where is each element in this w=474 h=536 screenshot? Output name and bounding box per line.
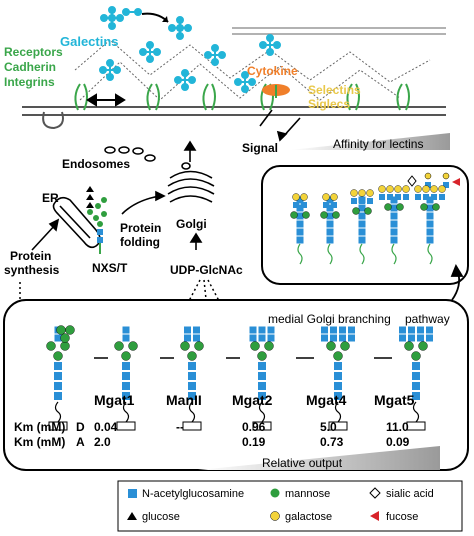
siglecs-label: Siglecs xyxy=(308,97,350,111)
signal-label: Signal xyxy=(242,141,278,155)
enzyme-mgat1: Mgat1 xyxy=(94,392,135,408)
legend-box xyxy=(117,480,463,532)
km-row-d-label: Km (mM) xyxy=(14,420,65,434)
selectins-label: Selectins xyxy=(308,83,361,97)
receptors-label: Receptors xyxy=(4,45,63,59)
signal-arrows xyxy=(259,109,301,142)
mannose-legend-icon xyxy=(270,488,280,498)
legend-glcnac: N-acetylglucosamine xyxy=(142,488,244,500)
cytokine-label: Cytokine xyxy=(247,64,298,78)
golgi-arrow xyxy=(183,140,197,162)
fucose-legend-icon xyxy=(370,511,379,521)
galectins-icons xyxy=(99,6,281,93)
galectin-lattice xyxy=(74,39,431,101)
km-d-mgat2: 0.96 xyxy=(242,420,266,434)
synthesis-arrow xyxy=(31,218,60,251)
affinity-wedge xyxy=(290,133,450,150)
receptors xyxy=(74,83,410,111)
enzyme-mgat2: Mgat2 xyxy=(232,392,273,408)
double-arrow xyxy=(86,93,126,107)
legend-fucose: fucose xyxy=(386,511,418,523)
golgi-label: Golgi xyxy=(176,217,207,231)
folding-arrow xyxy=(121,190,166,215)
enzyme-mgat4: Mgat4 xyxy=(306,392,347,408)
protein-synthesis-label-1: Protein xyxy=(10,249,51,263)
pathway-title-left: medial Golgi branching xyxy=(268,312,391,326)
km-a-mgat1: 2.0 xyxy=(94,435,111,449)
enzyme-manii: ManII xyxy=(166,392,202,408)
galectins-label: Galectins xyxy=(60,34,119,49)
glcnac-legend-icon xyxy=(128,489,137,498)
galactose-legend-icon xyxy=(270,511,280,521)
complex-glycan-structures xyxy=(290,185,446,265)
km-d-mgat5: 11.0 xyxy=(386,420,409,434)
sialic-acid-legend-icon xyxy=(369,487,381,499)
km-a-mgat4: 0.73 xyxy=(320,435,344,449)
protein-folding-label-2: folding xyxy=(120,235,160,249)
galectin-arrow-head xyxy=(162,16,168,22)
er-label: ER xyxy=(42,191,59,205)
glucose-legend-icon xyxy=(127,512,137,520)
legend-mannose: mannose xyxy=(285,488,330,500)
km-row-a-code: A xyxy=(76,435,85,449)
plasma-membrane xyxy=(22,27,446,116)
km-row-a-label: Km (mM) xyxy=(14,435,65,449)
km-a-mgat2: 0.19 xyxy=(242,435,266,449)
er-icon xyxy=(52,196,101,249)
protein-folding-label-1: Protein xyxy=(120,221,161,235)
top-legend-glycans xyxy=(407,172,460,188)
legend-sialic-acid: sialic acid xyxy=(386,488,434,500)
km-d-mgat4: 5.0 xyxy=(320,420,337,434)
endosomes-label: Endosomes xyxy=(62,157,130,171)
km-d-manii: -- xyxy=(176,420,184,434)
pathway-glycan-structures xyxy=(46,325,433,431)
endocytic-pit xyxy=(42,111,64,130)
affinity-label: Affinity for lectins xyxy=(333,137,423,151)
protein-synthesis-label-2: synthesis xyxy=(4,263,60,277)
golgi-icon xyxy=(167,162,215,203)
legend-glucose: glucose xyxy=(142,511,180,523)
cadherin-label: Cadherin xyxy=(4,60,56,74)
nxst-label: NXS/T xyxy=(92,261,128,275)
udp-glcnac-label: UDP-GlcNAc xyxy=(170,263,243,277)
legend-galactose: galactose xyxy=(285,511,332,523)
udp-arrow xyxy=(189,232,203,250)
return-arrow xyxy=(450,263,464,301)
relative-output-label: Relative output xyxy=(262,456,343,470)
relative-output-wedge xyxy=(198,446,440,470)
km-d-mgat1: 0.04 xyxy=(94,420,118,434)
integrins-label: Integrins xyxy=(4,75,55,89)
km-row-d-code: D xyxy=(76,420,85,434)
endosomes-icon xyxy=(104,146,156,162)
enzyme-mgat5: Mgat5 xyxy=(374,392,415,408)
precursor-glycan xyxy=(86,186,107,254)
km-a-mgat5: 0.09 xyxy=(386,435,410,449)
pathway-title-right: pathway xyxy=(405,312,450,326)
